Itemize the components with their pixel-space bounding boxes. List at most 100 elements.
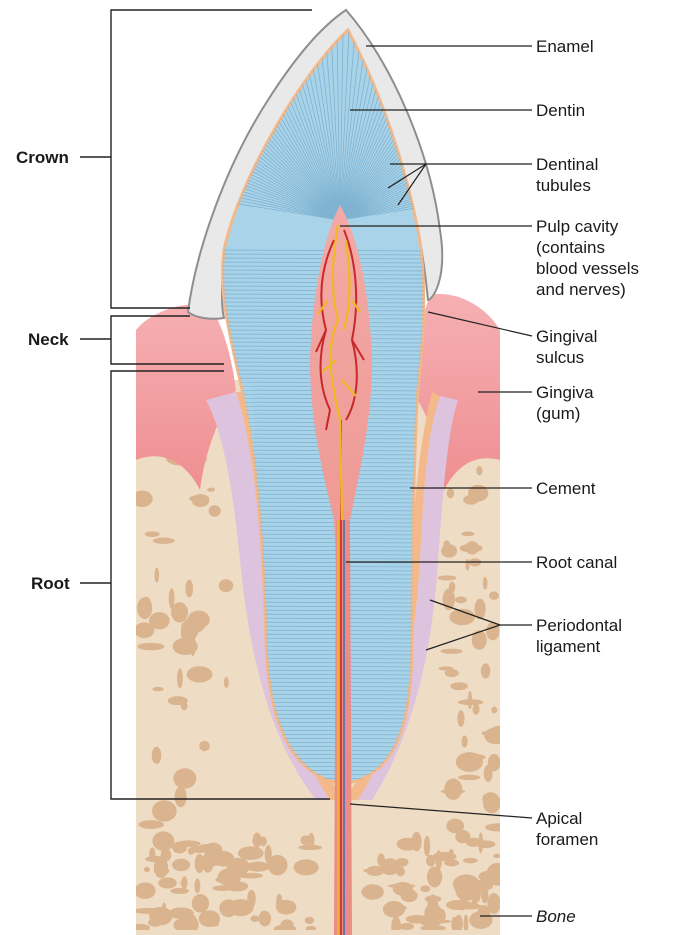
bone-spot xyxy=(154,858,168,878)
apical-foramen-label: Apical foramen xyxy=(536,808,598,850)
bone-spot xyxy=(228,899,254,916)
bone-spot xyxy=(168,696,188,705)
bone-spot xyxy=(446,819,464,834)
bone-spot xyxy=(137,643,164,650)
bone-spot xyxy=(201,862,219,866)
bone-spot xyxy=(177,668,183,688)
root-canal xyxy=(334,520,352,935)
bone-spot xyxy=(152,800,177,821)
bone-spot xyxy=(436,909,446,924)
bone-spot xyxy=(139,820,165,829)
bone-spot xyxy=(361,884,383,899)
bone-spot xyxy=(377,853,385,866)
bone-spot xyxy=(460,544,483,553)
bone-spot xyxy=(199,741,209,751)
bone-spot xyxy=(253,833,262,848)
dentinal-tubules-label: Dentinal tubules xyxy=(536,154,598,196)
bone-spot xyxy=(218,868,241,886)
bone-spot xyxy=(185,580,193,598)
bone-spot xyxy=(481,886,488,904)
bone-spot xyxy=(484,765,493,782)
bone-spot xyxy=(451,917,457,932)
gingival-sulcus-label: Gingival sulcus xyxy=(536,326,597,368)
bone-spot xyxy=(250,915,259,922)
bone-spot xyxy=(441,544,457,558)
bone-spot xyxy=(489,591,499,599)
bone-spot xyxy=(294,859,319,875)
bone-spot xyxy=(173,638,198,655)
bone-spot xyxy=(486,622,499,640)
bone-spot xyxy=(481,663,491,678)
bone-spot xyxy=(238,846,264,860)
bone-spot xyxy=(490,903,496,913)
bone-spot xyxy=(173,768,196,788)
bone-spot xyxy=(137,597,152,619)
bone-spot xyxy=(181,880,187,886)
bone-spot xyxy=(473,704,480,715)
bone-spot xyxy=(158,877,176,888)
bone-spot xyxy=(388,884,416,888)
bone-spot xyxy=(481,731,498,736)
bone-spot xyxy=(209,505,221,517)
neck-label: Neck xyxy=(28,329,69,350)
periodontal-ligament-label: Periodontal ligament xyxy=(536,615,622,657)
bone-spot xyxy=(194,879,200,894)
bone-spot xyxy=(188,848,195,855)
bone-spot xyxy=(462,736,468,748)
bone-spot xyxy=(449,849,454,857)
bone-spot xyxy=(450,682,468,690)
bone-spot xyxy=(420,885,430,892)
bone-spot xyxy=(455,596,467,603)
bone-spot xyxy=(453,874,480,894)
bone-spot xyxy=(493,854,500,858)
bone-spot xyxy=(444,859,459,866)
bone-spot xyxy=(485,871,512,885)
bone-spot xyxy=(425,895,441,902)
bone-spot xyxy=(211,919,219,926)
root-label: Root xyxy=(31,573,70,594)
root-canal-label: Root canal xyxy=(536,552,617,573)
bone-spot xyxy=(172,859,190,871)
bone-spot xyxy=(154,568,159,583)
crown-label: Crown xyxy=(16,147,69,168)
bone-spot xyxy=(219,579,234,592)
bone-spot xyxy=(259,911,272,927)
dentin-label: Dentin xyxy=(536,100,585,121)
bone-spot xyxy=(426,855,435,867)
bone-spot xyxy=(187,666,213,682)
bone-spot xyxy=(305,917,314,924)
bone-spot xyxy=(145,531,160,537)
bone-spot xyxy=(298,845,322,850)
bone-spot xyxy=(424,836,430,857)
bone-spot xyxy=(438,575,457,580)
bone-spot xyxy=(149,612,169,629)
bone-spot xyxy=(363,868,384,872)
bone-spot xyxy=(204,843,222,859)
bone-spot xyxy=(135,882,156,898)
bone-spot xyxy=(444,779,462,800)
bone-spot xyxy=(411,832,421,852)
bone-spot xyxy=(396,867,405,877)
bone-spot xyxy=(132,490,153,507)
bone-spot xyxy=(468,691,472,709)
bone-label: Bone xyxy=(536,906,576,927)
bone-spot xyxy=(465,559,469,571)
bone-spot xyxy=(399,923,414,930)
bone-spot xyxy=(171,602,188,622)
bone-spot xyxy=(152,831,174,851)
bone-spot xyxy=(224,677,229,688)
bone-spot xyxy=(468,485,488,502)
bone-spot xyxy=(446,900,472,910)
bone-spot xyxy=(469,911,492,929)
bone-spot xyxy=(427,866,442,887)
bone-spot xyxy=(207,488,215,492)
bone-spot xyxy=(265,845,272,864)
bone-spot xyxy=(457,710,464,727)
bone-spot xyxy=(447,488,455,498)
bone-spot xyxy=(175,786,187,807)
bone-spot xyxy=(458,775,480,781)
bone-spot xyxy=(152,687,164,691)
bone-spot xyxy=(461,532,474,537)
pulp-cavity-label: Pulp cavity (contains blood vessels and … xyxy=(536,216,639,300)
bone-spot xyxy=(153,538,175,544)
